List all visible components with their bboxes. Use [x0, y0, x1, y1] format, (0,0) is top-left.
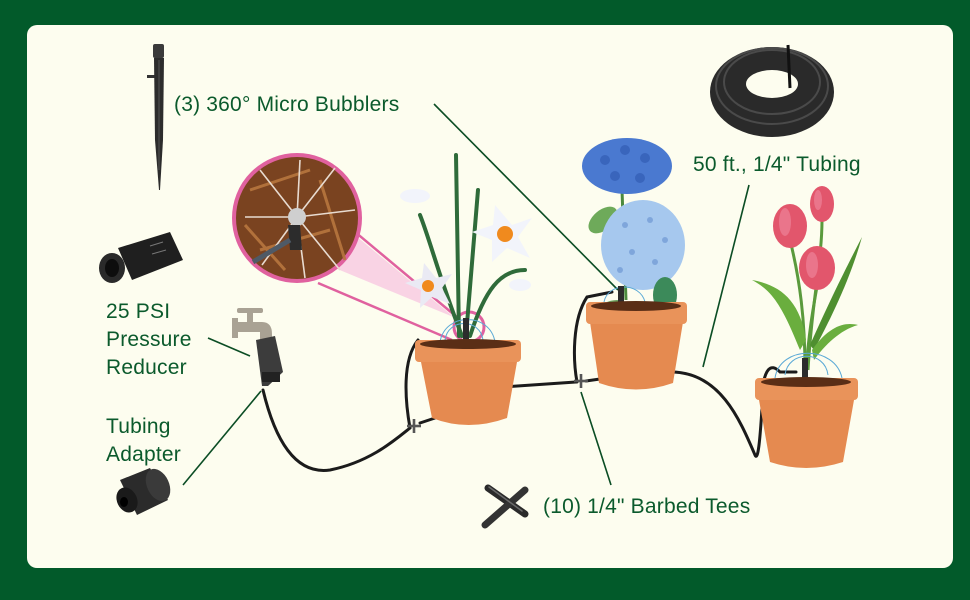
daffodil-flower [405, 263, 452, 308]
tubing-coil-icon [710, 44, 834, 137]
tubing-adapter-label-line1: Tubing [106, 415, 171, 438]
hydrangea-bloom-light [601, 200, 685, 290]
reducer-leader-line [207, 337, 251, 357]
hydrangea-bloom-dark [582, 138, 672, 194]
tubing-label: 50 ft., 1/4" Tubing [693, 153, 861, 176]
pressure-reducer-icon [99, 232, 183, 283]
faucet-icon [232, 308, 272, 340]
barbed-tees-label: (10) 1/4" Barbed Tees [543, 495, 751, 518]
pressure-reducer-label-line3: Reducer [106, 356, 187, 379]
pressure-reducer-label: 25 PSI Pressure Reducer [106, 298, 192, 382]
tulip-flowers [773, 186, 835, 290]
tubing-adapter-label: Tubing Adapter [106, 413, 181, 469]
adapter-leader-line [182, 390, 262, 486]
inline-tee-1 [407, 419, 421, 433]
tees-leader-line [580, 391, 612, 486]
barbed-tee-icon [481, 484, 529, 529]
leader-lines [182, 103, 750, 486]
magnifier-callout [232, 153, 486, 344]
hose-connector-icon [256, 336, 283, 386]
diagram-panel: (3) 360° Micro Bubblers 50 ft., 1/4" Tub… [27, 25, 953, 568]
daffodil-pot-icon [400, 153, 532, 425]
micro-bubblers-label: (3) 360° Micro Bubblers [174, 93, 400, 116]
pressure-reducer-label-line1: 25 PSI [106, 300, 171, 323]
tubing-adapter-label-line2: Adapter [106, 443, 181, 466]
bubblers-leader-line [433, 103, 619, 291]
inline-tees [407, 374, 588, 433]
diagram-illustration [99, 44, 862, 529]
pressure-reducer-label-line2: Pressure [106, 328, 192, 351]
daffodil-flower [472, 205, 532, 262]
bubbler-stake-icon [147, 44, 164, 190]
tulip-pot-icon [752, 186, 862, 468]
tubing-line [261, 290, 798, 472]
inline-tee-2 [574, 374, 588, 388]
tubing-leader-line [702, 184, 750, 368]
tubing-adapter-icon [116, 468, 171, 515]
hydrangea-pot-icon [582, 138, 687, 390]
